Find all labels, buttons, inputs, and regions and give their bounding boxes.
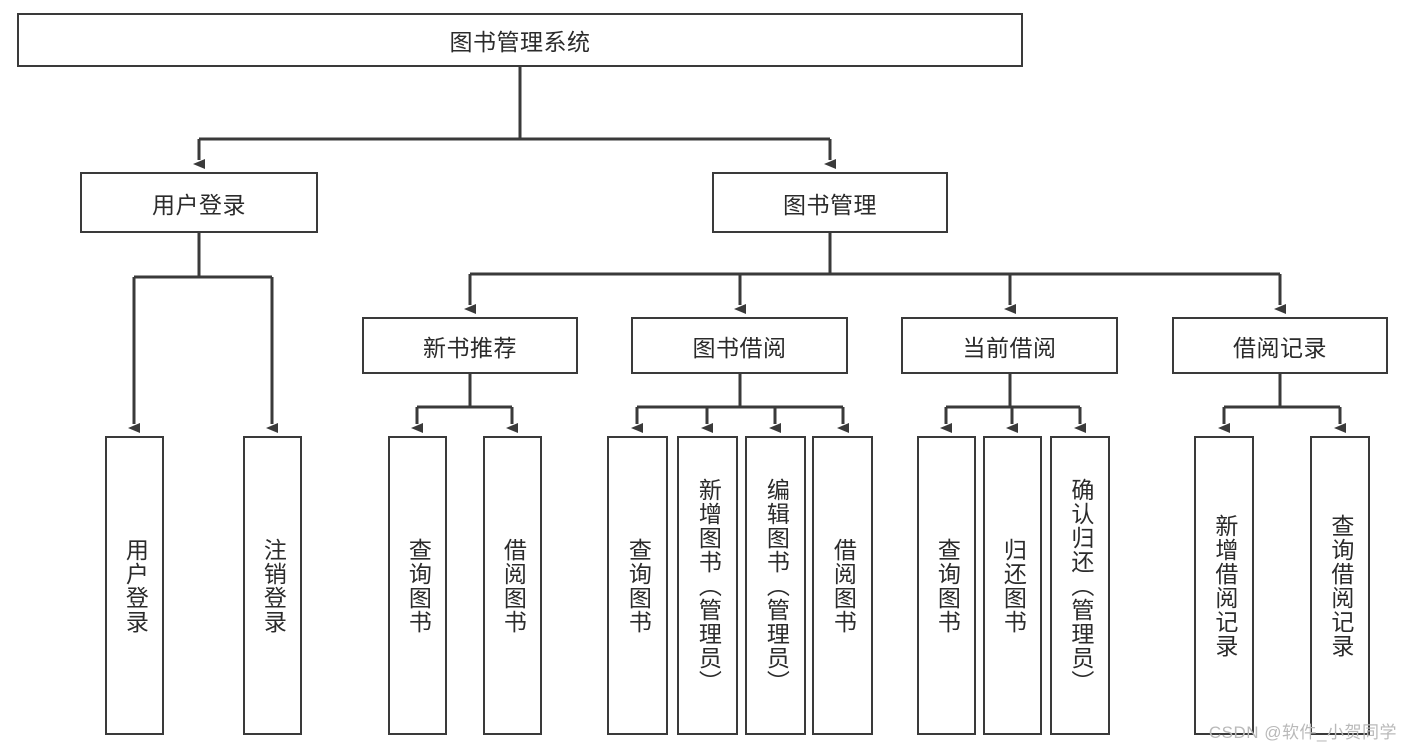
node-leaf-query-book-1[interactable]: 查询图书 [388,436,447,735]
node-root-label: 图书管理系统 [449,29,591,55]
node-leaf-borrow-book-2-label: 借阅图书 [830,537,857,634]
node-current-borrow[interactable]: 当前借阅 [901,317,1118,374]
node-leaf-query-book-2-label: 查询图书 [625,537,652,634]
node-borrow-record-label: 借阅记录 [1233,334,1327,361]
node-leaf-add-book[interactable]: 新增图书（管理员） [677,436,738,735]
node-book-borrow-label: 图书借阅 [692,334,787,361]
node-book-manage[interactable]: 图书管理 [712,172,948,233]
node-leaf-query-record[interactable]: 查询借阅记录 [1310,436,1370,735]
node-book-manage-label: 图书管理 [783,191,877,218]
node-new-book-rec-label: 新书推荐 [423,334,517,361]
node-root[interactable]: 图书管理系统 [17,13,1023,67]
node-leaf-logout-label: 注销登录 [260,537,287,634]
node-leaf-add-record-label: 新增借阅记录 [1211,513,1238,658]
node-borrow-record[interactable]: 借阅记录 [1172,317,1388,374]
node-leaf-add-record[interactable]: 新增借阅记录 [1194,436,1254,735]
node-leaf-borrow-book-2[interactable]: 借阅图书 [812,436,873,735]
node-leaf-query-book-3-label: 查询图书 [934,537,961,634]
node-leaf-borrow-book-1[interactable]: 借阅图书 [483,436,542,735]
node-leaf-query-record-label: 查询借阅记录 [1327,513,1354,658]
node-leaf-edit-book-label: 编辑图书（管理员） [763,477,790,694]
node-leaf-logout[interactable]: 注销登录 [243,436,302,735]
node-leaf-borrow-book-1-label: 借阅图书 [500,537,527,634]
node-book-borrow[interactable]: 图书借阅 [631,317,848,374]
node-leaf-query-book-2[interactable]: 查询图书 [607,436,668,735]
node-leaf-edit-book[interactable]: 编辑图书（管理员） [745,436,806,735]
node-leaf-return-book[interactable]: 归还图书 [983,436,1042,735]
node-current-borrow-label: 当前借阅 [962,334,1057,361]
node-leaf-confirm-return-label: 确认归还（管理员） [1067,477,1094,694]
node-leaf-confirm-return[interactable]: 确认归还（管理员） [1050,436,1110,735]
node-leaf-query-book-1-label: 查询图书 [405,537,432,634]
node-leaf-add-book-label: 新增图书（管理员） [695,477,722,694]
node-user-login-label: 用户登录 [152,191,246,218]
node-new-book-rec[interactable]: 新书推荐 [362,317,578,374]
node-user-login[interactable]: 用户登录 [80,172,318,233]
node-leaf-user-login-label: 用户登录 [122,537,149,634]
node-leaf-return-book-label: 归还图书 [1000,537,1027,634]
node-leaf-query-book-3[interactable]: 查询图书 [917,436,976,735]
node-leaf-user-login[interactable]: 用户登录 [105,436,164,735]
